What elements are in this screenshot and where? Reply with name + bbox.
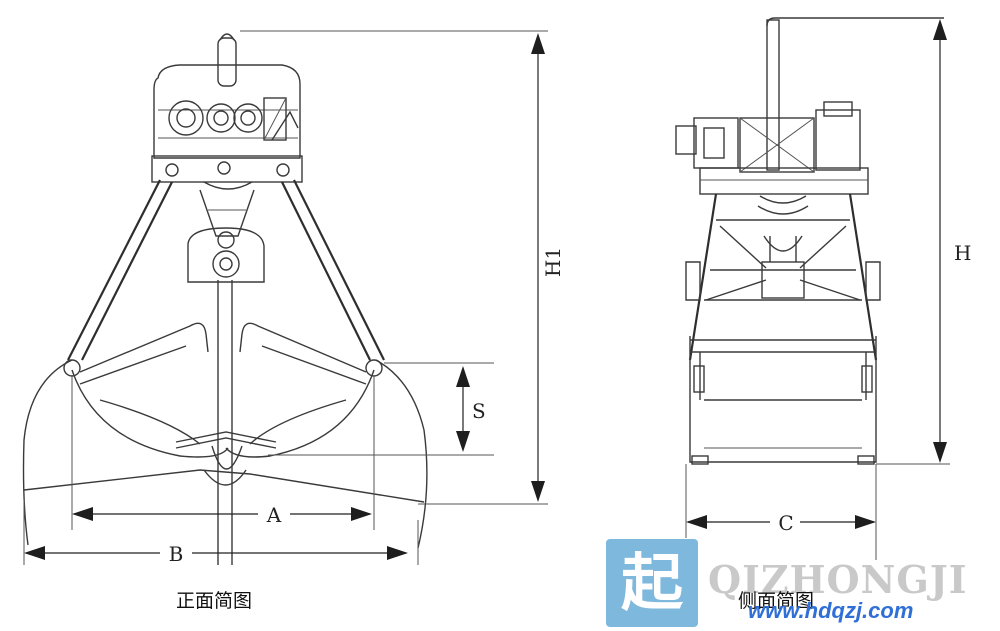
lifting-post [766,17,944,171]
side-extension-lines [685,463,950,560]
side-view [675,17,950,560]
front-view [22,30,548,565]
caption-front-view: 正面简图 [176,590,253,612]
dimension-s: S [456,366,486,452]
lifting-lug [217,33,237,87]
central-shaft [203,280,247,565]
watermark-brand: QIZHONGJI [708,557,968,602]
label-h: H [954,241,971,265]
drive-units [675,101,861,173]
watermark-url: www.hdqzj.com [748,598,914,623]
central-link [187,189,265,283]
label-b: B [169,542,184,566]
front-extension-lines [23,30,548,565]
dimension-b: B [24,542,408,566]
side-lower-frame [689,336,877,465]
label-c: C [778,511,793,535]
dimension-c: C [686,511,876,535]
side-truss [685,193,881,361]
dimension-h: H [933,19,971,463]
support-struts [67,179,385,361]
label-h1: H1 [541,247,565,277]
motor-housing [153,64,301,159]
dimension-a: A [72,503,372,527]
watermark-logo-char: 起 [620,546,683,619]
upper-crossbeam [151,155,303,190]
jaw-shells [22,359,428,549]
lower-linkage [79,322,367,449]
label-a: A [266,503,282,527]
side-upper-beam [699,167,869,195]
label-s: S [472,399,486,423]
caption-side-view: 侧面简图 [738,590,815,612]
watermark-logo: 起 [606,539,698,627]
dimension-h1: H1 [531,33,565,502]
